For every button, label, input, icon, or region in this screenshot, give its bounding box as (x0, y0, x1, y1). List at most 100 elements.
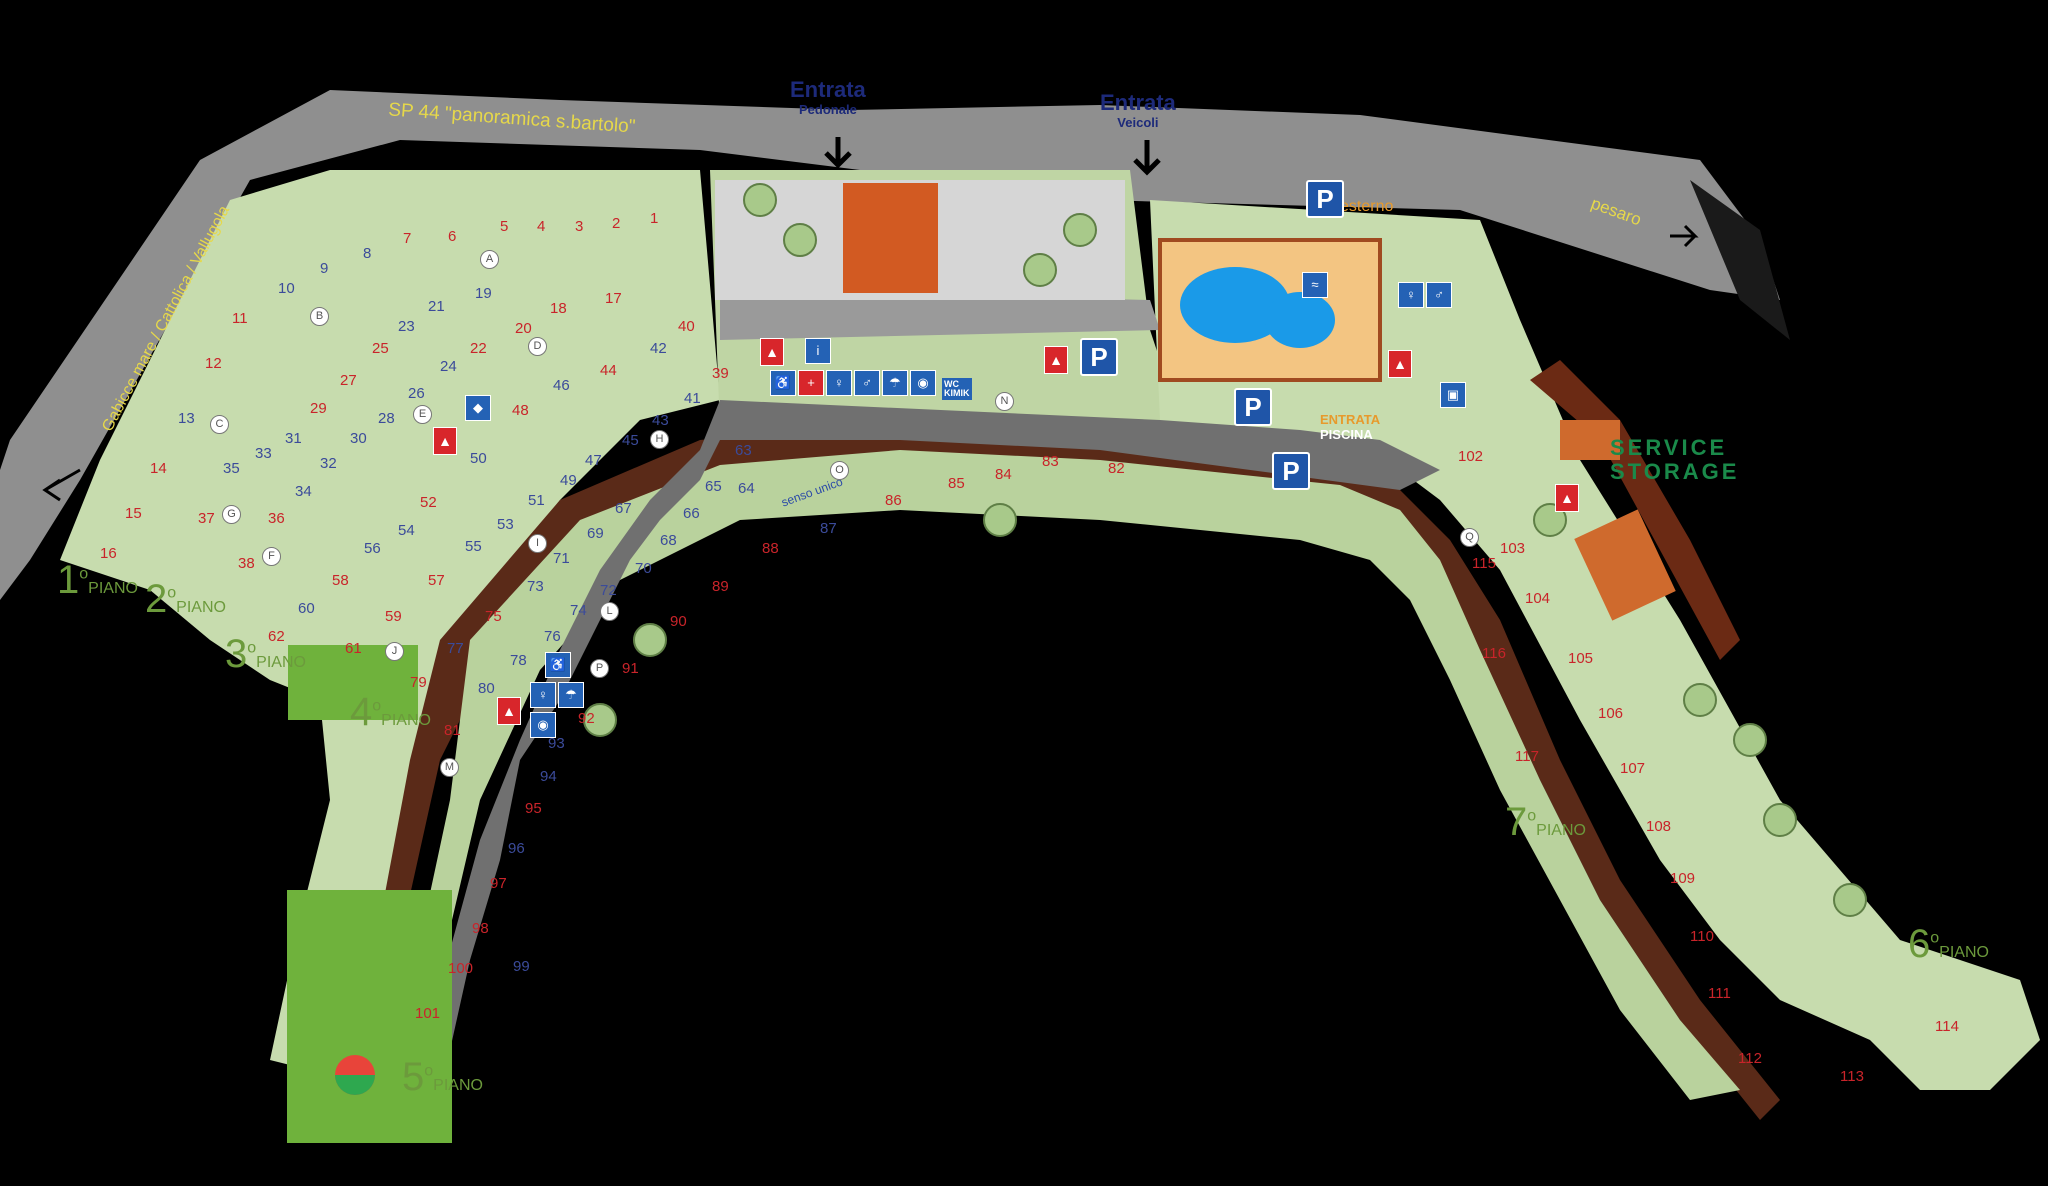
pitch-85: 85 (948, 475, 965, 492)
pitch-105: 105 (1568, 650, 1594, 667)
pitch-89: 89 (712, 578, 729, 595)
pool-water-2 (1265, 292, 1335, 348)
pitch-69: 69 (587, 525, 604, 542)
pitch-55: 55 (465, 538, 482, 555)
pitch-47: 47 (585, 452, 602, 469)
pitch-98: 98 (472, 920, 489, 937)
level-2-word: PIANO (176, 599, 226, 616)
tree (633, 623, 667, 657)
entrance-pedestrian-title: Entrata (790, 77, 866, 102)
pitch-95: 95 (525, 800, 542, 817)
pitch-90: 90 (670, 613, 687, 630)
level-5-sup: o (424, 1062, 434, 1080)
tree (783, 223, 817, 257)
level-4: 4oPIANO (350, 690, 431, 735)
parking-sign-2: P (1080, 338, 1118, 376)
pitch-28: 28 (378, 410, 395, 427)
pitch-1: 1 (650, 210, 659, 227)
arrow-left (42, 468, 81, 502)
pitch-68: 68 (660, 532, 677, 549)
pitch-23: 23 (398, 318, 415, 335)
pitch-66: 66 (683, 505, 700, 522)
level-7-sup: o (1527, 807, 1537, 825)
pitch-77: 77 (447, 640, 464, 657)
area-letter-m: M (440, 758, 459, 777)
pitch-113: 113 (1840, 1068, 1864, 1085)
level-4-word: PIANO (381, 712, 431, 729)
pitch-42: 42 (650, 340, 667, 357)
pitch-38: 38 (238, 555, 255, 572)
arrow-down-ped (824, 137, 852, 169)
pitch-70: 70 (635, 560, 652, 577)
pitch-22: 22 (470, 340, 487, 357)
level-3-sup: o (247, 639, 257, 657)
level-5-word: PIANO (433, 1077, 483, 1094)
pitch-93: 93 (548, 735, 565, 752)
internal-road (425, 400, 1440, 1050)
pitch-83: 83 (1042, 453, 1059, 470)
pitch-108: 108 (1646, 818, 1672, 835)
level-3-num: 3 (225, 632, 248, 676)
level-6: 6oPIANO (1908, 922, 1989, 967)
parking-sign-4: P (1272, 452, 1310, 490)
pitch-49: 49 (560, 472, 577, 489)
accessible-icon: ♿ (770, 370, 796, 396)
pitch-97: 97 (490, 875, 507, 892)
pitch-73: 73 (527, 578, 544, 595)
ball-half (335, 1075, 375, 1095)
pitch-53: 53 (497, 516, 514, 533)
area-letter-e: E (413, 405, 432, 424)
field-5 (287, 890, 452, 1143)
level-4-sup: o (372, 697, 382, 715)
tree (743, 183, 777, 217)
pitch-46: 46 (553, 377, 570, 394)
pitch-115: 115 (1472, 555, 1496, 572)
level-6-sup: o (1930, 929, 1940, 947)
pitch-111: 111 (1708, 985, 1731, 1002)
pitch-31: 31 (285, 430, 302, 447)
pitch-57: 57 (428, 572, 445, 589)
area-letter-h: H (650, 430, 669, 449)
pitch-24: 24 (440, 358, 457, 375)
entrance-vehicles: Entrata Veicoli (1100, 92, 1176, 133)
tree (1833, 883, 1867, 917)
pitch-71: 71 (553, 550, 570, 567)
pitch-64: 64 (738, 480, 755, 497)
pitch-50: 50 (470, 450, 487, 467)
level-5: 5oPIANO (402, 1055, 483, 1100)
tree (1763, 803, 1797, 837)
fire-extinguisher-icon-5: ▲ (433, 427, 457, 455)
pitch-11: 11 (232, 310, 248, 327)
storage-block-1 (1560, 420, 1620, 460)
fire-extinguisher-icon-6: ▲ (497, 697, 521, 725)
pitch-84: 84 (995, 466, 1012, 483)
pitch-5: 5 (500, 218, 509, 235)
tree (1023, 253, 1057, 287)
pitch-45: 45 (622, 432, 639, 449)
pitch-26: 26 (408, 385, 425, 402)
pitch-15: 15 (125, 505, 142, 522)
pitch-41: 41 (684, 390, 701, 407)
pitch-63: 63 (735, 442, 752, 459)
pitch-106: 106 (1598, 705, 1624, 722)
pitch-30: 30 (350, 430, 367, 447)
fire-extinguisher-icon-3: ▲ (1388, 350, 1412, 378)
pitch-7: 7 (403, 230, 412, 247)
pitch-107: 107 (1620, 760, 1646, 777)
level-1-num: 1 (57, 558, 80, 602)
service-line2: STORAGE (1610, 459, 1740, 484)
pitch-94: 94 (540, 768, 557, 785)
pitch-14: 14 (150, 460, 167, 477)
pitch-3: 3 (575, 218, 584, 235)
pitch-60: 60 (298, 600, 315, 617)
camper-service-icon: ▣ (1440, 382, 1466, 408)
pitch-74: 74 (570, 602, 587, 619)
wc-line1: WC (944, 379, 959, 389)
service-line1: SERVICE (1610, 435, 1728, 460)
laundry-icon: ◉ (910, 370, 936, 396)
entrance-pedestrian: Entrata Pedonale (790, 77, 866, 120)
pitch-27: 27 (340, 372, 357, 389)
pitch-91: 91 (622, 660, 639, 677)
area-letter-o: O (830, 461, 849, 480)
